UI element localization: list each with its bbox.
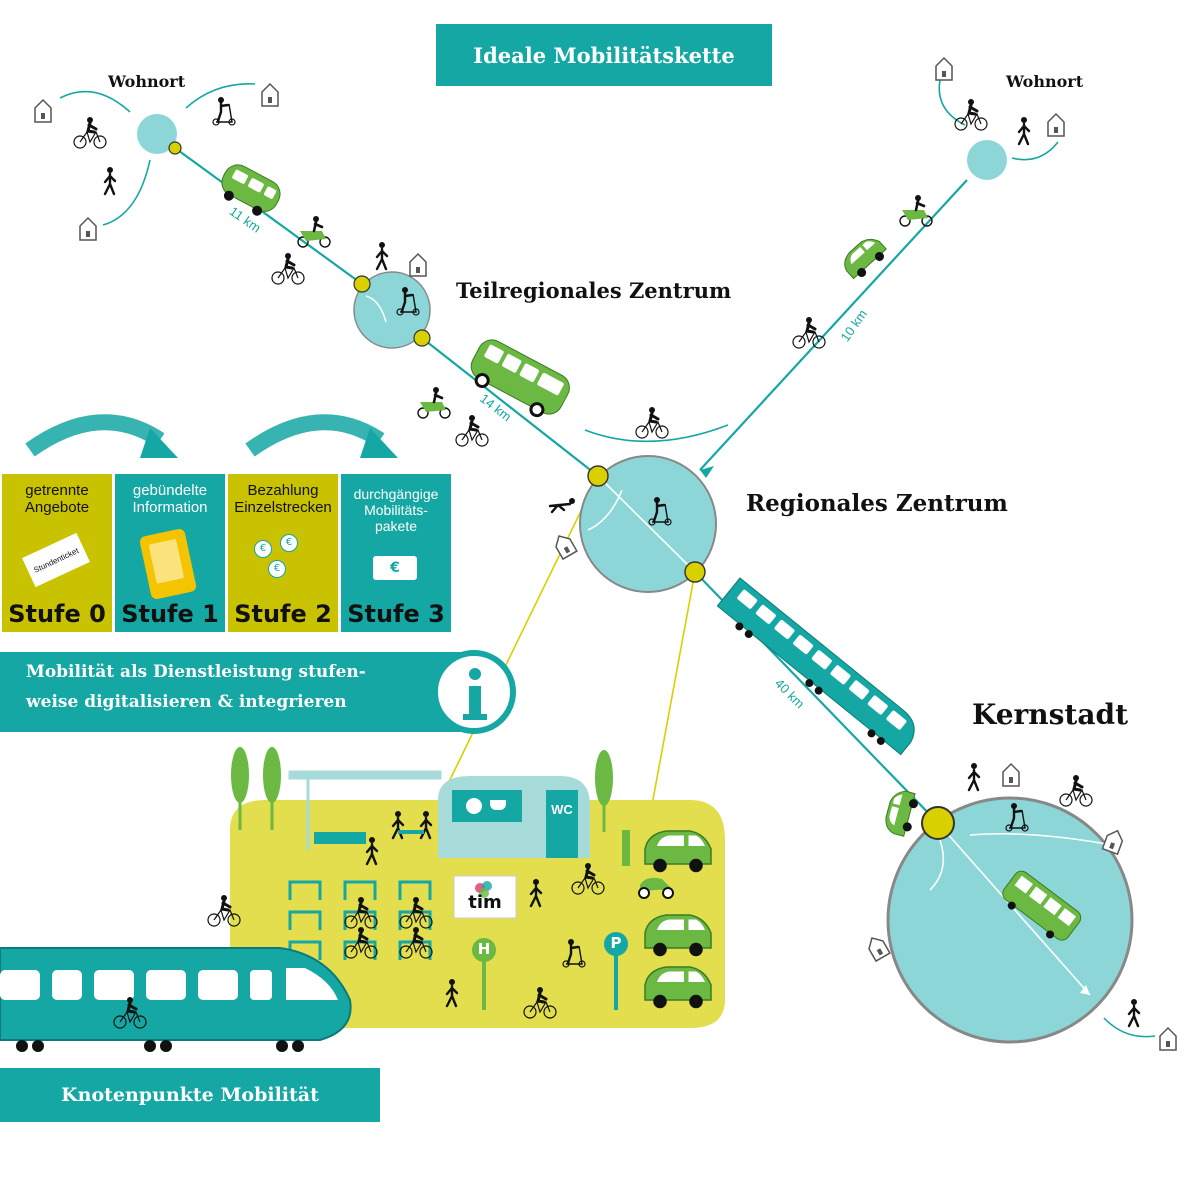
tim-logo-text: tim	[468, 892, 502, 913]
bus-icon	[470, 339, 570, 418]
tree-icon	[595, 750, 613, 832]
stage-label: Stufe 3	[347, 600, 445, 628]
ebike-icon	[296, 214, 332, 249]
footer-banner: Knotenpunkte Mobilität	[0, 1068, 380, 1122]
coffee-icon	[490, 800, 506, 810]
house-icon	[79, 217, 97, 241]
place-label-regional: Regionales Zentrum	[746, 490, 1008, 517]
pedestrian-icon	[1127, 997, 1141, 1028]
house-icon	[34, 99, 52, 123]
stage-1-card: gebündelte Information Stufe 1	[115, 474, 225, 632]
wohnort-left-hub	[34, 83, 279, 241]
minibus-icon	[221, 164, 281, 216]
bicycle-icon	[791, 315, 827, 350]
pedestrian-icon	[1017, 115, 1031, 146]
info-icon	[432, 650, 516, 734]
arrowhead-icon	[700, 466, 714, 478]
scooter-icon	[211, 95, 237, 127]
tree-icon	[263, 747, 281, 830]
house-icon	[1002, 763, 1020, 787]
stage-description: getrennte Angebote	[24, 482, 90, 516]
car-icon	[838, 232, 891, 284]
pedestrian-icon	[375, 240, 389, 271]
pedestrian-icon	[967, 761, 981, 792]
bicycle-icon	[1058, 773, 1094, 808]
regional-hub	[548, 455, 717, 593]
stage-description: durchgängige Mobilitäts-pakete	[353, 486, 439, 534]
train-icon	[716, 577, 915, 756]
info-banner: Mobilität als Dienstleistung stufen- wei…	[0, 652, 486, 732]
stage-2-card: Bezahlung Einzelstrecken € € € Stufe 2	[228, 474, 338, 632]
place-label-wohnort-left: Wohnort	[108, 72, 186, 91]
house-icon	[261, 83, 279, 107]
parking-sign	[604, 932, 628, 956]
place-label-wohnort-right: Wohnort	[1006, 72, 1084, 91]
wohnort-right-hub	[935, 57, 1065, 180]
house-icon	[1047, 113, 1065, 137]
house-icon	[935, 57, 953, 81]
bus-stop-letter: H	[477, 940, 491, 958]
stage-label: Stufe 1	[121, 600, 219, 628]
curved-arrow-icon	[25, 414, 165, 457]
stage-label: Stufe 2	[234, 600, 332, 628]
parking-letter: P	[610, 934, 622, 952]
teilregional-hub	[353, 240, 431, 349]
wc-label: WC	[551, 802, 573, 817]
place-label-kernstadt: Kernstadt	[972, 698, 1128, 731]
regional-train-icon	[0, 947, 352, 1052]
house-icon	[409, 253, 427, 277]
stage-0-card: getrennte Angebote Stundenticket Stufe 0	[2, 474, 112, 632]
moped-icon	[638, 877, 674, 899]
info-line-1: Mobilität als Dienstleistung stufen-	[26, 662, 366, 682]
bench-icon	[314, 832, 366, 844]
info-cafe-sign	[452, 790, 522, 822]
footer-title: Knotenpunkte Mobilität	[61, 1084, 319, 1106]
bicycle-icon	[72, 115, 108, 150]
bicycle-icon	[634, 405, 670, 440]
ticket-icon: Stundenticket	[22, 532, 90, 588]
bus-stop-sign	[472, 938, 496, 962]
car-icon	[881, 787, 921, 839]
stage-3-card: durchgängige Mobilitäts-pakete € Stufe 3	[341, 474, 451, 632]
house-icon	[1159, 1027, 1177, 1051]
hub-connector	[443, 475, 599, 793]
stage-description: Bezahlung Einzelstrecken	[234, 482, 332, 516]
ebike-icon	[898, 193, 934, 228]
bicycle-icon	[454, 413, 490, 448]
curved-arrow-icon	[245, 414, 385, 457]
house-icon	[864, 933, 891, 962]
place-label-teilregional: Teilregionales Zentrum	[456, 278, 732, 303]
stage-label: Stufe 0	[8, 600, 106, 628]
bicycle-icon	[953, 97, 989, 132]
kernstadt-hub	[886, 796, 1134, 1044]
tram-icon	[1002, 870, 1082, 941]
stage-description: gebündelte Information	[132, 482, 208, 516]
title-banner: Ideale Mobilitätskette	[436, 24, 772, 86]
tree-icon	[231, 747, 249, 830]
house-icon	[551, 531, 578, 560]
house-icon	[1101, 827, 1126, 855]
pedestrian-icon	[548, 498, 575, 514]
bicycle-icon	[270, 251, 306, 286]
coins-icon: € € €	[252, 534, 322, 584]
wc-door	[546, 790, 578, 858]
info-line-2: weise digitalisieren & integrieren	[26, 692, 347, 712]
ticket-text: Stundenticket	[32, 545, 80, 575]
euro-card-icon: €	[373, 556, 417, 580]
mobility-hub-area	[206, 747, 725, 1028]
ebike-icon	[416, 385, 452, 420]
pedestrian-icon	[103, 165, 117, 196]
smartphone-icon	[138, 527, 198, 601]
page-title: Ideale Mobilitätskette	[473, 42, 735, 68]
